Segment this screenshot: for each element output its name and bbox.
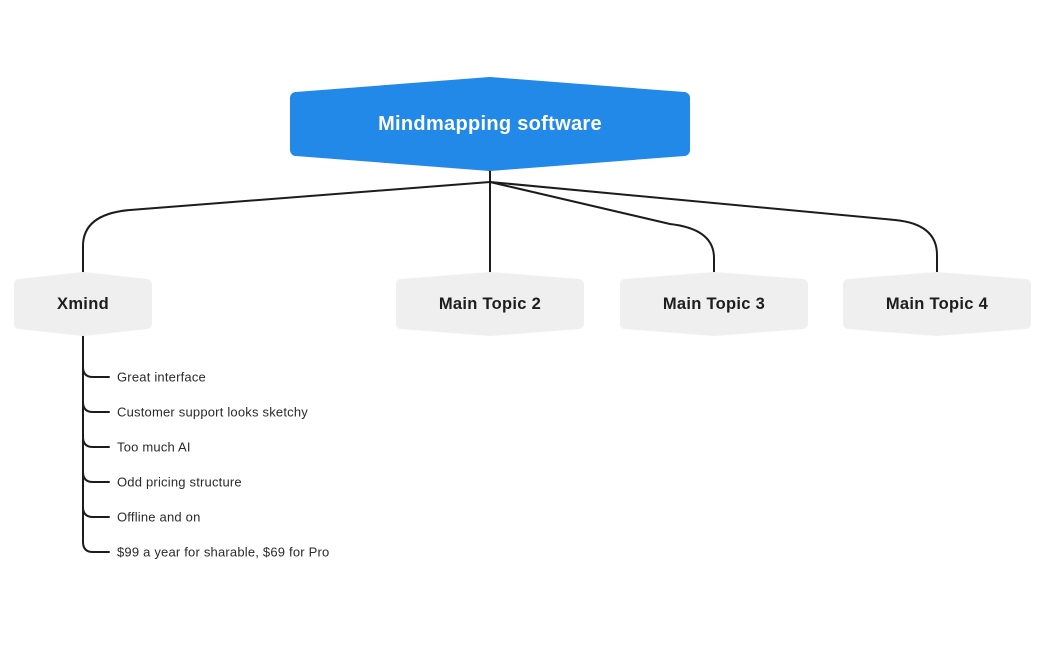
connector-root-to-xmind [82,181,491,277]
main-topic-xmind-label: Xmind [57,294,109,313]
connector-subtopic-3 [82,436,110,448]
main-topic-xmind-node[interactable]: Xmind [14,272,152,336]
main-topic-3-label: Main Topic 3 [662,294,766,313]
main-topic-3-node[interactable]: Main Topic 3 [620,272,808,336]
connector-root-to-topic4 [489,181,938,277]
connector-subtopic-6 [82,541,110,553]
subtopic-great-interface[interactable]: Great interface [117,369,206,385]
subtopic-odd-pricing[interactable]: Odd pricing structure [117,474,242,490]
connector-subtopic-2 [82,401,110,413]
main-topic-4-label: Main Topic 4 [885,294,989,313]
connector-root-to-topic3 [489,181,715,277]
main-topic-3-shape [620,272,808,336]
root-topic-label: Mindmapping software [378,112,602,135]
main-topic-2-shape [396,272,584,336]
main-topic-xmind-shape [14,272,152,336]
subtopic-price[interactable]: $99 a year for sharable, $69 for Pro [117,544,330,560]
subtopic-offline-and-on[interactable]: Offline and on [117,509,201,525]
subtopic-customer-support[interactable]: Customer support looks sketchy [117,404,308,420]
root-topic-node[interactable]: Mindmapping software [290,77,690,171]
main-topic-2-label: Main Topic 2 [438,294,542,313]
connector-subtopic-5 [82,506,110,518]
main-topic-2-node[interactable]: Main Topic 2 [396,272,584,336]
connector-subtopic-4 [82,471,110,483]
root-topic-shape [290,77,690,171]
connector-subtopic-1 [82,366,110,378]
main-topic-4-node[interactable]: Main Topic 4 [843,272,1031,336]
subtopic-too-much-ai[interactable]: Too much AI [117,439,191,455]
main-topic-4-shape [843,272,1031,336]
